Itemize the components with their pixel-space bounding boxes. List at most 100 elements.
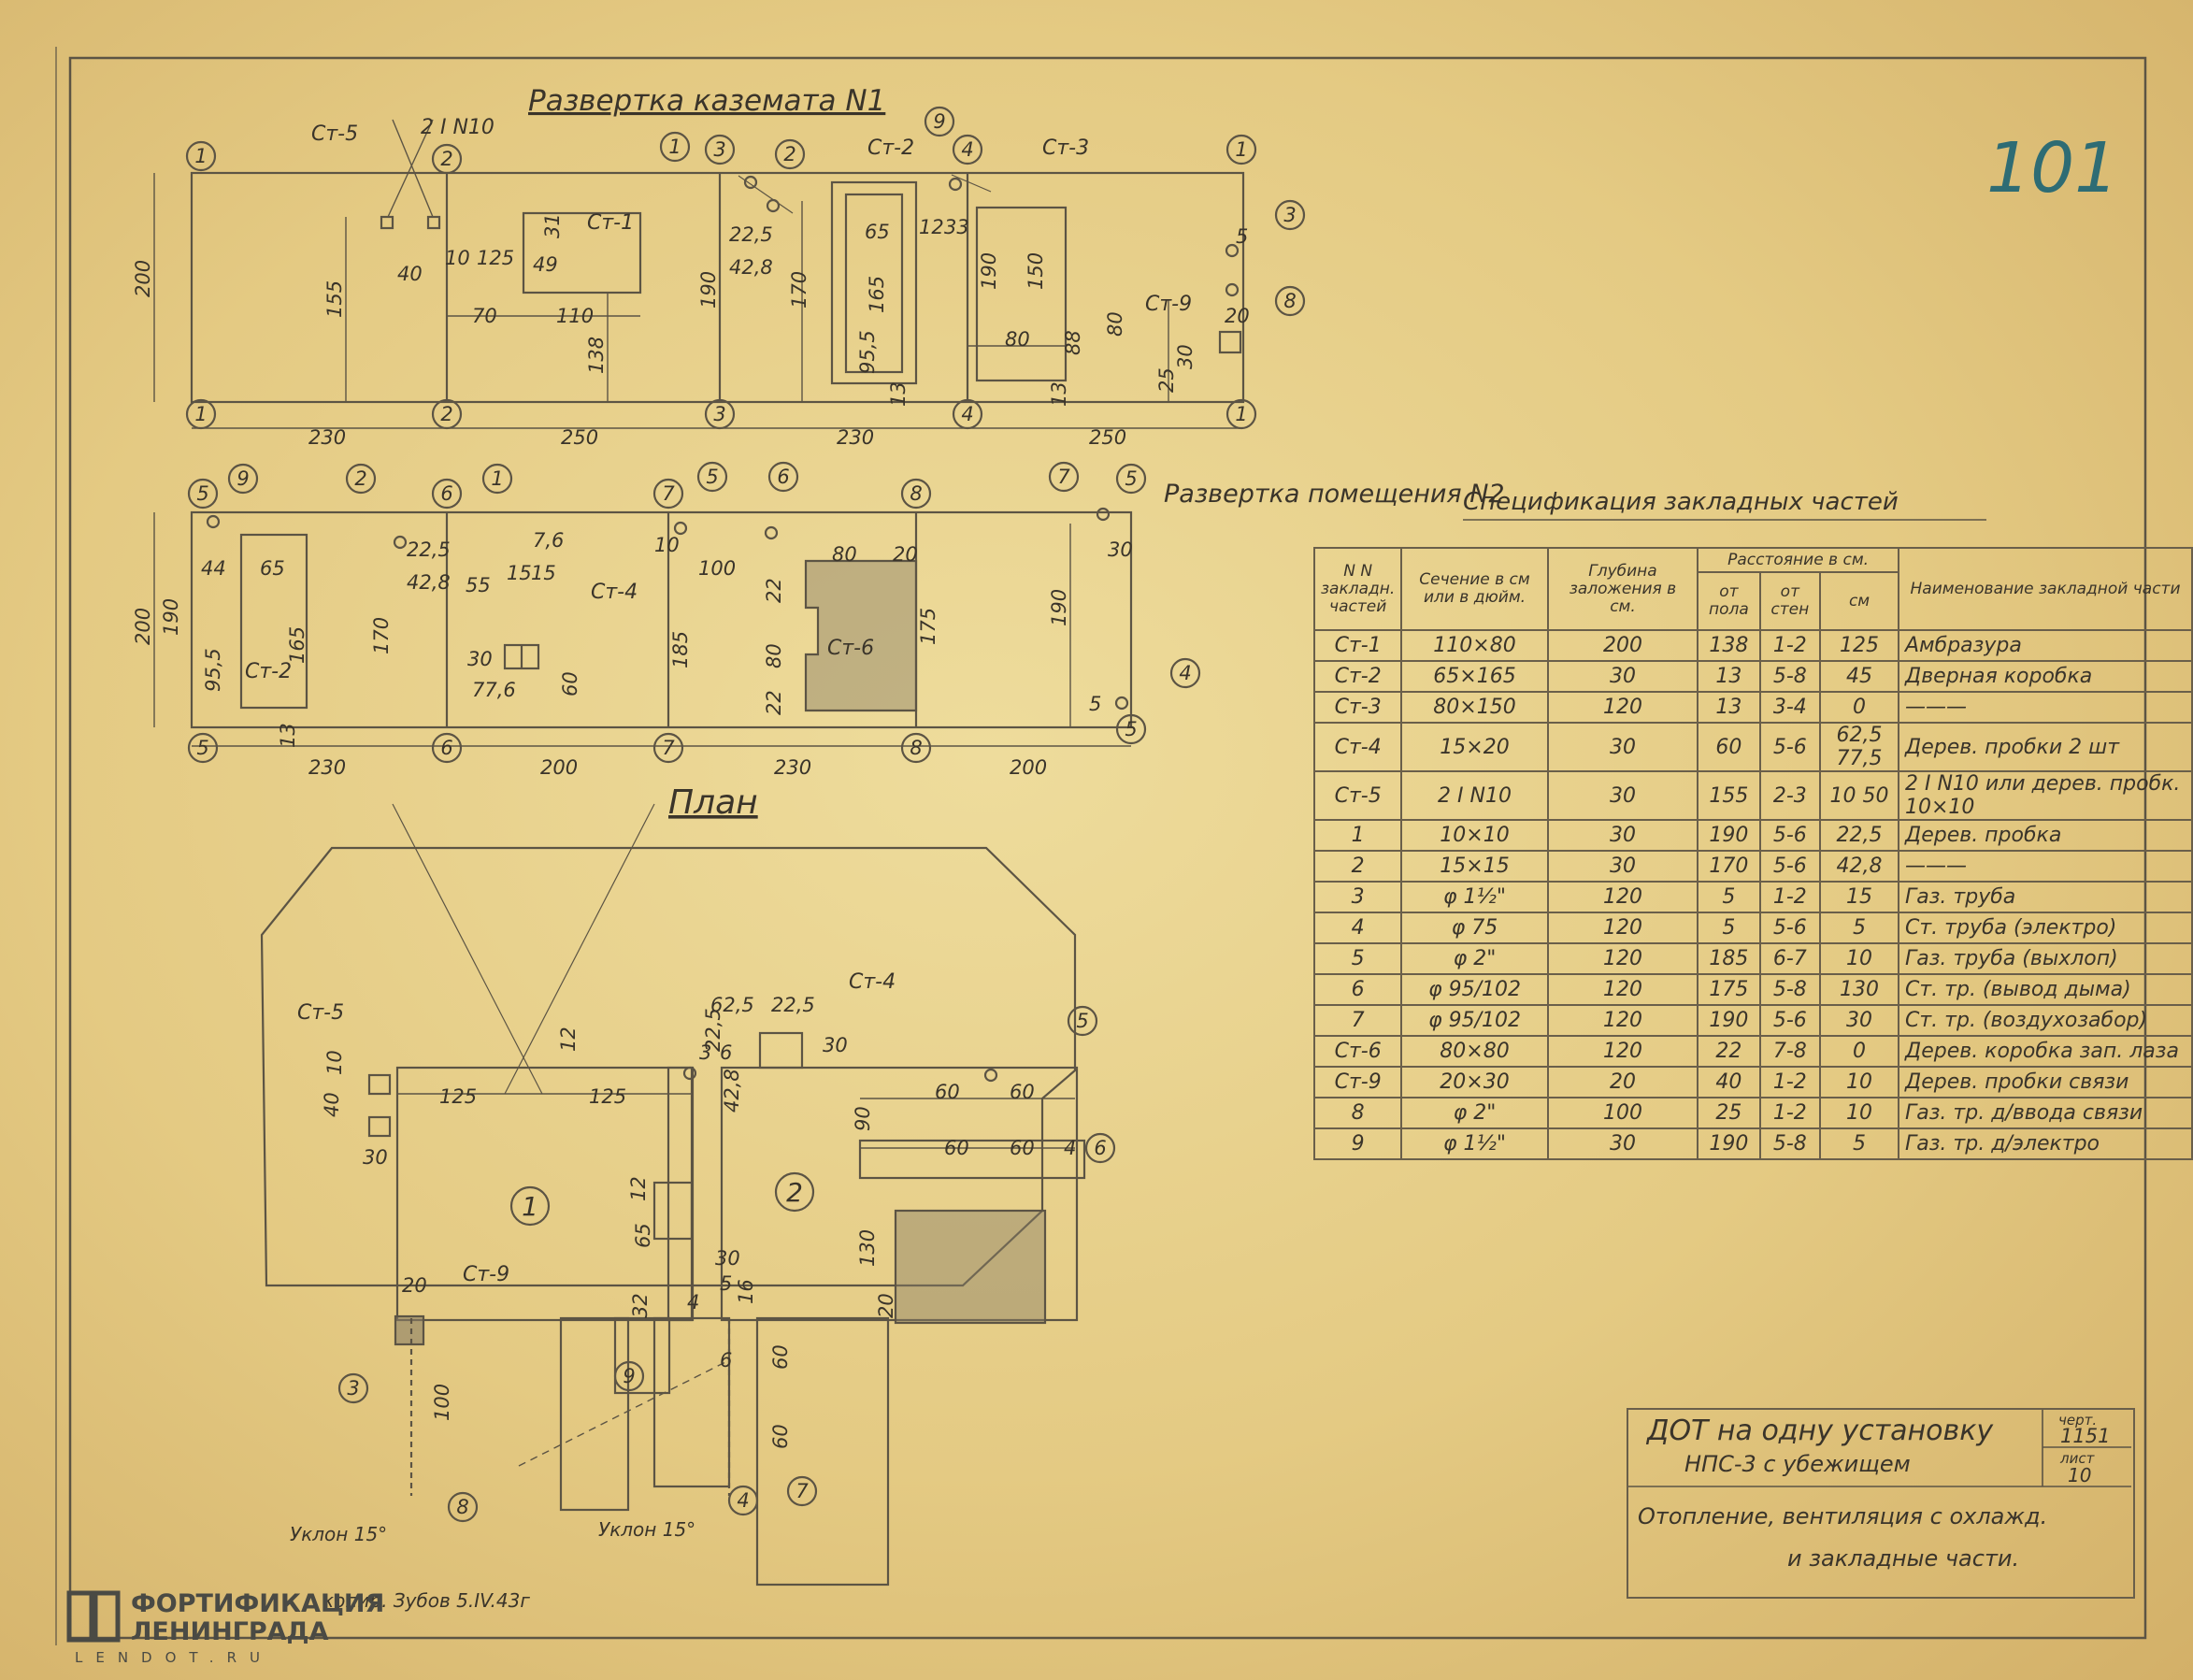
svg-text:95,5: 95,5 (856, 330, 879, 374)
svg-text:110: 110 (556, 305, 594, 327)
table-cell-mark: Ст-5 (1312, 770, 1403, 821)
svg-text:22,5: 22,5 (407, 538, 451, 561)
plan-view (260, 803, 1116, 1587)
svg-text:30: 30 (715, 1247, 740, 1270)
svg-text:30: 30 (467, 648, 493, 670)
svg-text:80: 80 (1104, 311, 1126, 337)
axis-label: 7 (662, 737, 675, 759)
svg-text:22: 22 (763, 578, 785, 603)
table-cell-cm: 5 (1819, 912, 1899, 944)
part-label: Ст-1 (587, 211, 634, 235)
axis-label: 1 (194, 145, 207, 167)
table-cell-cm: 125 (1819, 629, 1899, 662)
table-cell-section: 15×15 (1400, 850, 1549, 883)
slope-label: Уклон 15° (598, 1518, 695, 1541)
table-cell-name: Ст. тр. (воздухозабор) (1898, 1004, 2193, 1037)
svg-text:42,8: 42,8 (407, 571, 451, 594)
part-label: Ст-4 (591, 581, 638, 604)
axis-label: 3 (347, 1377, 359, 1400)
table-cell-section: φ 2" (1400, 1097, 1549, 1129)
svg-text:155: 155 (323, 280, 346, 318)
table-cell-depth: 30 (1546, 660, 1699, 693)
table-cell-depth: 30 (1546, 770, 1699, 821)
table-cell-depth: 120 (1546, 1035, 1699, 1068)
table-cell-walls: 6-7 (1758, 942, 1822, 975)
table-cell-mark: 3 (1312, 881, 1403, 913)
svg-text:32: 32 (629, 1293, 652, 1318)
svg-text:5: 5 (720, 1272, 732, 1295)
svg-text:90: 90 (852, 1106, 874, 1131)
svg-text:175: 175 (917, 608, 939, 645)
table-cell-name: Дверная коробка (1898, 660, 2193, 693)
table-cell-mark: 9 (1312, 1127, 1403, 1160)
table-cell-floor: 190 (1697, 819, 1761, 852)
col-depth-header: Глубина заложения в см. (1546, 547, 1699, 631)
watermark-line-1: ФОРТИФИКАЦИЯ (131, 1589, 385, 1618)
table-cell-mark: 6 (1312, 973, 1403, 1006)
table-cell-floor: 5 (1697, 912, 1761, 944)
table-cell-depth: 120 (1546, 691, 1699, 724)
svg-text:170: 170 (370, 617, 393, 654)
svg-text:6: 6 (720, 1349, 732, 1371)
svg-text:22,5: 22,5 (771, 994, 815, 1016)
watermark-line-2: ЛЕНИНГРАДА (131, 1617, 329, 1646)
axis-label: 9 (933, 110, 945, 133)
table-cell-depth: 100 (1546, 1097, 1699, 1129)
svg-text:5: 5 (1089, 693, 1101, 715)
svg-text:13: 13 (277, 723, 299, 748)
svg-text:60: 60 (1010, 1137, 1035, 1159)
axis-label: 1 (1235, 403, 1247, 425)
table-cell-depth: 120 (1546, 912, 1699, 944)
sheet-number-mark: 101 (1986, 128, 2118, 208)
svg-text:165: 165 (286, 626, 308, 664)
svg-text:30: 30 (1108, 538, 1133, 561)
table-cell-floor: 13 (1697, 660, 1761, 693)
svg-text:230: 230 (308, 756, 346, 779)
svg-text:12: 12 (919, 216, 944, 238)
table-cell-name: 2 I N10 или дерев. пробк. 10×10 (1898, 770, 2193, 821)
table-cell-section: 80×150 (1400, 691, 1549, 724)
table-cell-cm: 22,5 (1819, 819, 1899, 852)
table-cell-floor: 138 (1697, 629, 1761, 662)
table-cell-floor: 185 (1697, 942, 1761, 975)
table-cell-depth: 120 (1546, 1004, 1699, 1037)
axis-label: 1 (668, 136, 681, 158)
table-cell-cm: 0 (1819, 691, 1899, 724)
axis-label: 5 (196, 737, 208, 759)
table-cell-walls: 5-6 (1758, 912, 1822, 944)
axis-label: 2 (440, 403, 452, 425)
axis-label: 7 (662, 482, 675, 505)
col-distance-header: Расстояние в см. (1697, 547, 1899, 573)
svg-text:185: 185 (669, 631, 692, 668)
stamp-subtitle: НПС-3 с убежищем (1684, 1451, 1911, 1477)
table-cell-walls: 5-6 (1758, 722, 1822, 772)
table-cell-depth: 30 (1546, 850, 1699, 883)
svg-text:80: 80 (763, 643, 785, 668)
axis-label: 6 (777, 466, 789, 488)
watermark-line-3: LENDOT.RU (75, 1649, 273, 1666)
svg-text:10: 10 (323, 1050, 346, 1075)
table-cell-depth: 30 (1546, 819, 1699, 852)
svg-text:100: 100 (431, 1384, 453, 1421)
axis-label: 9 (236, 467, 249, 490)
table-cell-name: Газ. труба (выхлоп) (1898, 942, 2193, 975)
svg-text:100: 100 (698, 557, 736, 580)
svg-text:125: 125 (589, 1085, 626, 1108)
svg-text:49: 49 (533, 253, 558, 276)
svg-text:80: 80 (1005, 328, 1030, 351)
table-cell-name: Амбразура (1898, 629, 2193, 662)
table-cell-name: Дерев. пробка (1898, 819, 2193, 852)
col-walls-header: от стен (1758, 571, 1822, 631)
axis-label: 5 (706, 466, 718, 488)
svg-text:7,6: 7,6 (533, 529, 564, 552)
axis-label: 5 (1125, 718, 1137, 740)
axis-label: 8 (456, 1496, 468, 1518)
svg-text:250: 250 (1089, 426, 1126, 449)
table-cell-depth: 120 (1546, 942, 1699, 975)
table-cell-cm: 62,5 77,5 (1819, 722, 1899, 772)
table-cell-cm: 10 (1819, 1066, 1899, 1098)
